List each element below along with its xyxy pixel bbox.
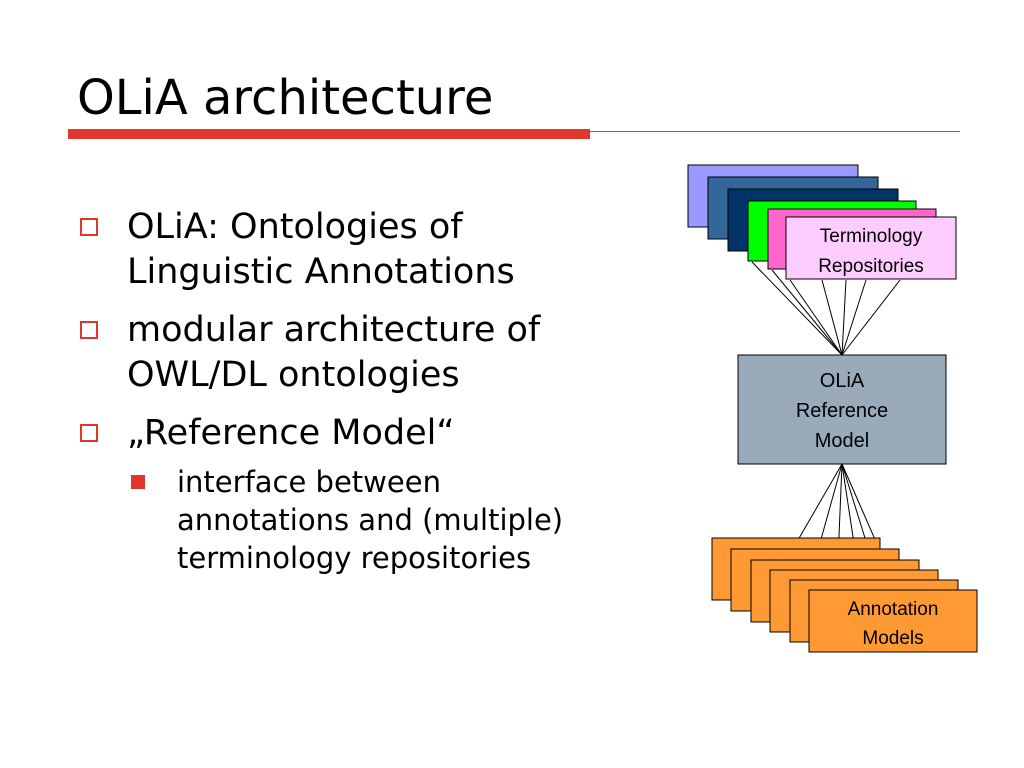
reference-label-line2: Reference xyxy=(796,400,888,422)
annotation-stack xyxy=(711,537,978,653)
slide-title: OLiA architecture xyxy=(77,70,494,126)
annotation-box-front xyxy=(808,589,978,653)
reference-label-line1: OLiA xyxy=(820,370,865,392)
hollow-square-bullet-icon xyxy=(80,424,98,442)
filled-square-bullet-icon xyxy=(131,475,145,489)
bullet-item: „Reference Model“ xyxy=(77,411,657,456)
terminology-label-line1: Terminology xyxy=(820,226,923,247)
bullet-text: OLiA: Ontologies of Linguistic Annotatio… xyxy=(127,207,515,292)
bullet-text: „Reference Model“ xyxy=(127,413,455,453)
terminology-label-line2: Repositories xyxy=(818,256,924,277)
reference-label-line3: Model xyxy=(815,430,869,452)
title-rule-thick xyxy=(68,129,590,139)
annotation-label-line1: Annotation xyxy=(848,599,939,620)
sub-bullet-text: interface between annotations and (multi… xyxy=(177,465,564,575)
reference-model-box xyxy=(737,354,947,465)
sub-bullet-item: interface between annotations and (multi… xyxy=(77,463,617,577)
hollow-square-bullet-icon xyxy=(80,218,98,236)
hollow-square-bullet-icon xyxy=(80,321,98,339)
annotation-label-line2: Models xyxy=(862,628,923,649)
bullet-list: OLiA: Ontologies of Linguistic Annotatio… xyxy=(77,205,657,577)
bullet-text: modular architecture of OWL/DL ontologie… xyxy=(127,310,541,395)
terminology-connectors xyxy=(751,261,901,356)
title-rule-thin xyxy=(590,131,960,132)
bullet-item: modular architecture of OWL/DL ontologie… xyxy=(77,308,657,398)
terminology-stack xyxy=(687,164,957,280)
bullet-item: OLiA: Ontologies of Linguistic Annotatio… xyxy=(77,205,627,295)
terminology-box-front xyxy=(785,216,957,280)
